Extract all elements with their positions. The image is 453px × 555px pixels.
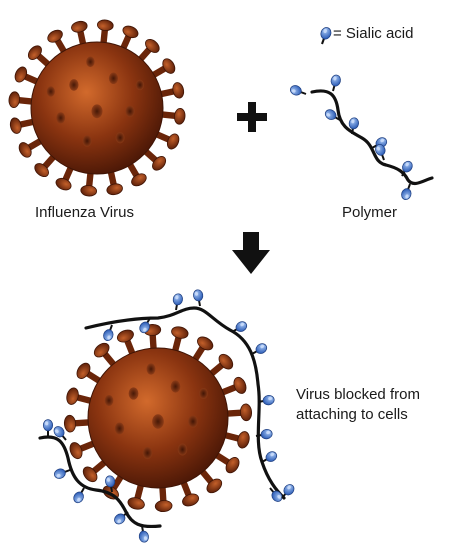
sialic-acid-icon [114, 511, 129, 525]
sialic-acid-icon [54, 468, 71, 479]
sialic-acid-icon [139, 317, 151, 334]
virus-pit [69, 79, 79, 91]
sialic-acid-icon [269, 487, 283, 502]
sialic-acid-icon [330, 74, 341, 92]
virus-pit [128, 387, 139, 400]
sialic-acid-icon [257, 395, 275, 406]
legend-label: = Sialic acid [333, 25, 414, 42]
virus-pit [170, 380, 181, 393]
polymer-strand-lower [38, 435, 162, 529]
sialic-acid-icon [324, 109, 341, 121]
influenza-virus-label: Influenza Virus [35, 204, 134, 221]
sialic-acid-icon [255, 429, 273, 440]
sialic-acid-icon [193, 289, 204, 307]
plus-icon [237, 102, 267, 132]
virus-pit [82, 135, 92, 147]
sialic-acid-icon [290, 85, 307, 96]
virus-pit [199, 387, 208, 400]
result-caption-line-2: attaching to cells [296, 406, 408, 423]
virus-pit [152, 414, 164, 429]
polymer-label: Polymer [342, 204, 398, 221]
virus-pit [177, 443, 188, 456]
sialic-acid-icon [348, 117, 359, 135]
virus-pit [86, 56, 95, 68]
sialic-acid-icon [172, 293, 183, 311]
sialic-acid-icon [138, 525, 149, 543]
sialic-acid-icon [401, 183, 412, 200]
polymer-illustration [290, 74, 434, 200]
virus-pit [188, 415, 198, 428]
sialic-acid-icon [320, 27, 332, 45]
down-arrow-icon [232, 232, 270, 274]
virus-pit [142, 446, 153, 460]
virus-pit [56, 112, 66, 124]
blocked-virus-illustration [63, 323, 253, 513]
sialic-acid-icon [281, 484, 295, 499]
sialic-acid-icon [105, 475, 116, 493]
virus-pit [146, 363, 156, 375]
result-caption: Virus blocked from attaching to cells [296, 385, 446, 425]
virus-pit [91, 104, 103, 119]
influenza-virus-illustration [8, 19, 186, 197]
sialic-acid-icon [401, 160, 413, 177]
polymer-strand [310, 89, 434, 186]
sialic-acid-icon [320, 27, 332, 45]
virus-pit [108, 72, 119, 85]
polymer-wrapping [38, 289, 295, 543]
virus-pit [104, 394, 114, 407]
sialic-acid-icon [53, 426, 67, 441]
virus-pit [135, 79, 145, 91]
virus-pit [115, 132, 125, 144]
virus-pit [125, 105, 135, 118]
sialic-acid-icon [42, 419, 54, 436]
virus-pit [46, 86, 55, 97]
sialic-acid-icon [251, 343, 268, 355]
sialic-acid-icon [73, 487, 85, 504]
sialic-acid-icon [103, 324, 114, 341]
sialic-acid-icon [231, 321, 248, 333]
virus-spike [118, 25, 139, 55]
sialic-acid-icon [261, 451, 278, 463]
sialic-acid-icon [375, 144, 386, 161]
virus-pit [114, 422, 125, 435]
result-caption-line-1: Virus blocked from [296, 386, 420, 403]
